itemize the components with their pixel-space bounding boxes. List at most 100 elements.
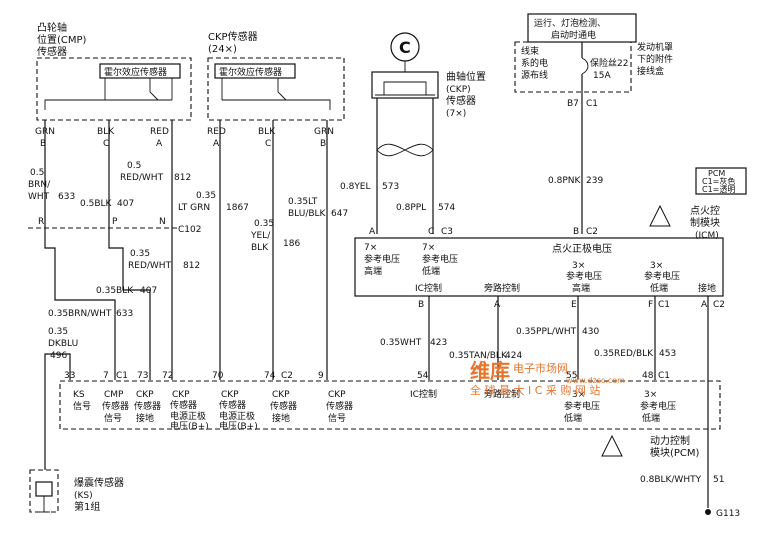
cmp-title-3: 传感器	[37, 45, 67, 58]
ks-title-1: 爆震传感器	[74, 476, 124, 489]
fuse-block-1: 发动机罩	[637, 41, 673, 53]
wire-430-num: 430	[582, 327, 599, 337]
wire-496-num: 496	[50, 351, 67, 361]
ckp24-int-2	[277, 78, 287, 101]
pcm-ckpv2-4: 电压(B+)	[219, 420, 258, 432]
wire-430-label: 0.35PPL/WHT	[516, 327, 577, 337]
wire-1867-l2: LT GRN	[178, 203, 210, 213]
icm-la-2: 参考电压	[364, 253, 400, 265]
ckp7-sensor-box	[371, 71, 439, 99]
wire-407a-num: 407	[117, 199, 134, 209]
pcm-pin-55: 55	[566, 371, 577, 381]
pcm-pin-7: 7	[103, 371, 109, 381]
pcm-ckpg2-3: 接地	[272, 412, 290, 424]
cmp-int-2	[149, 78, 159, 101]
pcm-r3h-1: 3×	[572, 390, 585, 400]
ckp24-hall-box	[214, 63, 296, 79]
icm-title-2: 制模块	[690, 216, 720, 229]
pcm-pin-c1b: C1	[658, 371, 670, 381]
fuse-icon	[581, 57, 589, 75]
ckp24-sensor-box	[207, 57, 345, 121]
wire-574-num: 574	[438, 203, 455, 213]
fuse-block-2: 下的附件	[637, 53, 673, 65]
pcm-ckpg-2: 传感器	[134, 400, 161, 412]
wire-1867-l1: 0.35	[196, 191, 216, 201]
wire-812b-num: 812	[183, 261, 200, 271]
wire-239-label: 0.8PNK	[548, 176, 581, 186]
fuse-bus-2: 系的电	[521, 57, 548, 69]
icm-pin-c2: C2	[586, 227, 598, 237]
pcm-ckpg-3: 接地	[136, 412, 154, 424]
pcm-ckpv2-1: CKP	[221, 390, 239, 400]
icm-bypass: 旁路控制	[484, 282, 520, 294]
fuse-header-2: 启动时通电	[551, 29, 596, 41]
ground-label: G113	[716, 509, 740, 519]
pcm-ckpg2-2: 传感器	[270, 400, 297, 412]
icm-title-1: 点火控	[690, 204, 720, 217]
ckp7-title-1: 曲轴位置	[446, 70, 486, 83]
pcm-pin-70: 70	[212, 371, 224, 381]
wire-496-l1: 0.35	[48, 327, 68, 337]
ckp24-pin-b-color: BLK	[258, 127, 276, 137]
ckp7-gear-glyph: C	[399, 38, 411, 57]
ckp24-title-1: CKP传感器	[208, 30, 258, 43]
wire-812b-l1: 0.35	[130, 249, 150, 259]
wire-407-lower	[108, 228, 151, 380]
cmp-pin-b-num: C	[103, 139, 109, 149]
cmp-pin-a-num: B	[40, 139, 46, 149]
wire-424-label: 0.35TAN/BLK	[449, 351, 508, 361]
pcm-module-box	[59, 380, 721, 430]
wire-186-l3: BLK	[251, 243, 269, 253]
fuse-amp: 15A	[593, 71, 611, 81]
pcm-ckpv1-3: 电源正极	[170, 410, 206, 422]
pcm-legend-box	[695, 167, 747, 195]
wire-407b-num: 407	[140, 286, 157, 296]
wire-633-lower	[44, 228, 116, 380]
wire-496	[44, 353, 71, 470]
cmp-hall-box	[99, 63, 181, 79]
icm-bot-f: F	[648, 300, 653, 310]
wire-633a-l2: BRN/	[28, 180, 51, 190]
ckp7-title-4: (7×)	[446, 109, 466, 119]
icm-pin-b: B	[573, 227, 579, 237]
fuse-name: 保险丝22	[590, 57, 628, 69]
pcm-r3l-1: 3×	[644, 390, 657, 400]
pcm-cmp-3: 信号	[104, 412, 122, 424]
watermark-url: www.dzsc.com	[566, 376, 625, 385]
pcm-ic: IC控制	[410, 388, 437, 400]
splice-r: R	[38, 217, 44, 227]
icm-ra-1: 3×	[572, 261, 585, 271]
wire-51-label: 0.8BLK/WHTY	[640, 475, 702, 485]
cmp-sensor-box	[36, 57, 192, 121]
icm-gnd: 接地	[698, 282, 716, 294]
ckp24-pin-a-num: A	[213, 139, 220, 149]
wire-647-l1: 0.35LT	[288, 197, 318, 207]
watermark-brand2: 电子市场网	[513, 361, 568, 375]
wire-186-l2: YEL/	[250, 231, 271, 241]
ckp24-pin-b-num: C	[265, 139, 271, 149]
ckp7-coil	[383, 81, 427, 95]
esd-warning-icon	[649, 204, 671, 227]
icm-title-3: (ICM)	[695, 231, 719, 241]
icm-rb-2: 参考电压	[644, 270, 680, 282]
pcm-ckpv1-1: CKP	[172, 390, 190, 400]
cmp-pin-b-color: BLK	[97, 127, 115, 137]
wire-812a-l1: 0.5	[127, 161, 141, 171]
ckp24-title-2: (24×)	[208, 44, 237, 55]
ckp24-hall-label: 霍尔效应传感器	[219, 66, 282, 78]
icm-ra-3: 高端	[572, 282, 590, 294]
splice-p: P	[112, 217, 118, 227]
wire-633b-num: 633	[116, 309, 133, 319]
splice-c102: C102	[178, 225, 201, 235]
pcm-ks-1: KS	[73, 390, 85, 400]
wire-424-num: 424	[505, 351, 522, 361]
wire-51-num: 51	[713, 475, 724, 485]
pcm-pin-73: 73	[137, 371, 148, 381]
ks-element	[35, 481, 53, 497]
wire-812a-num: 812	[174, 173, 191, 183]
pcm-pin-74: 74	[264, 371, 276, 381]
wire-423-num: 423	[430, 338, 447, 348]
cmp-hall-label: 霍尔效应传感器	[104, 66, 167, 78]
fuse-header-1: 运行、灯泡检测、	[534, 17, 606, 29]
